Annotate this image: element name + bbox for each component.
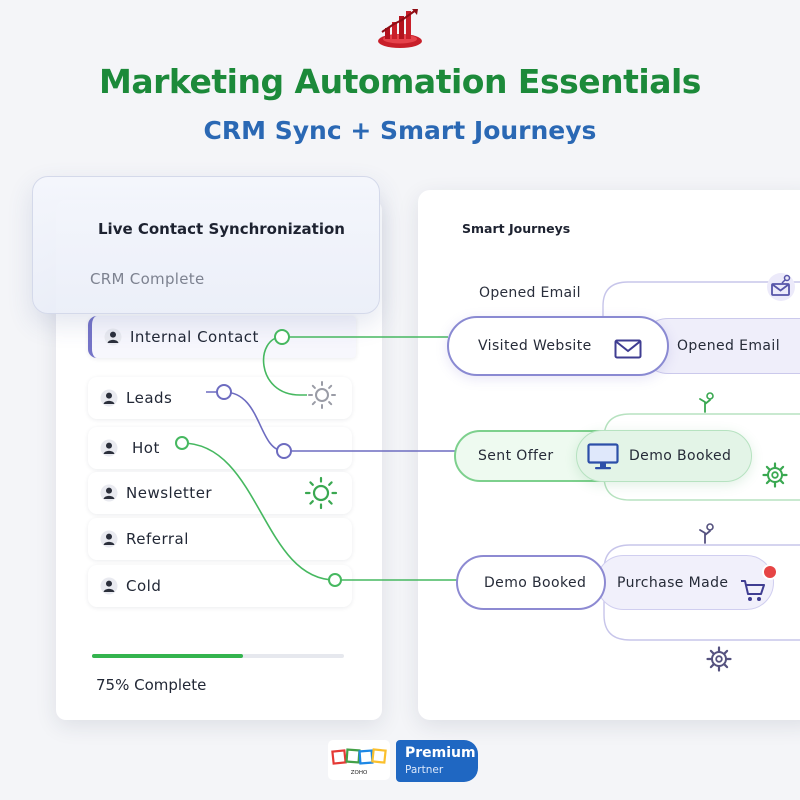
- opened-email-label: Opened Email: [479, 285, 581, 301]
- envelope-icon: [614, 339, 642, 359]
- contact-label: Internal Contact: [130, 328, 259, 346]
- contact-row-referral[interactable]: Referral: [88, 518, 352, 560]
- opened-email-node-label: Opened Email: [677, 338, 780, 354]
- contact-label: Cold: [126, 577, 162, 595]
- envelope-icon: [767, 273, 795, 301]
- person-icon: [100, 530, 118, 548]
- purchase-made-label: Purchase Made: [617, 574, 729, 591]
- person-icon: [100, 484, 118, 502]
- page-title: Marketing Automation Essentials: [99, 62, 701, 101]
- demo-booked-label: Demo Booked: [484, 574, 587, 591]
- demo-booked-node[interactable]: Demo Booked: [456, 555, 606, 610]
- contact-label: Hot: [132, 439, 160, 457]
- visited-website-label: Visited Website: [478, 338, 592, 354]
- progress-label: 75% Complete: [96, 676, 207, 694]
- sync-card: [32, 176, 380, 314]
- demo-booked-label: Demo Booked: [629, 448, 732, 464]
- monitor-icon: [587, 443, 619, 470]
- page-subtitle: CRM Sync + Smart Journeys: [203, 116, 597, 145]
- zoho-logo-icon: ZOHO: [328, 740, 390, 780]
- sun-icon: [304, 476, 338, 510]
- person-icon: [100, 439, 118, 457]
- cart-icon: [741, 580, 765, 601]
- progress-bar: [92, 654, 344, 658]
- badge-subtitle: Partner: [405, 764, 444, 776]
- gear-icon: [762, 462, 788, 488]
- sprout-icon: [699, 392, 714, 413]
- zoho-logo-text: ZOHO: [351, 770, 368, 776]
- contact-row-internal-contact[interactable]: Internal Contact: [88, 316, 356, 358]
- gear-icon: [706, 646, 732, 672]
- contact-label: Leads: [126, 389, 173, 407]
- person-icon: [100, 389, 118, 407]
- contact-label: Newsletter: [126, 484, 213, 502]
- sync-card-status: CRM Complete: [90, 270, 205, 288]
- person-icon: [100, 577, 118, 595]
- sync-card-title: Live Contact Synchronization: [98, 220, 345, 238]
- journeys-title: Smart Journeys: [462, 221, 571, 236]
- notification-badge: [764, 566, 776, 578]
- contact-row-cold[interactable]: Cold: [88, 565, 352, 607]
- sun-icon: [308, 381, 336, 409]
- person-icon: [104, 328, 122, 346]
- contact-row-hot[interactable]: Hot: [88, 427, 352, 469]
- sent-offer-label: Sent Offer: [478, 448, 554, 464]
- visited-website-node[interactable]: Visited Website: [447, 316, 669, 376]
- progress-bar-fill: [92, 654, 244, 658]
- premium-partner-badge: Premium Partner: [396, 740, 478, 782]
- contact-label: Referral: [126, 530, 189, 548]
- bar-chart-logo-icon: [378, 9, 422, 48]
- sprout-icon: [699, 523, 714, 544]
- badge-title: Premium: [405, 745, 476, 761]
